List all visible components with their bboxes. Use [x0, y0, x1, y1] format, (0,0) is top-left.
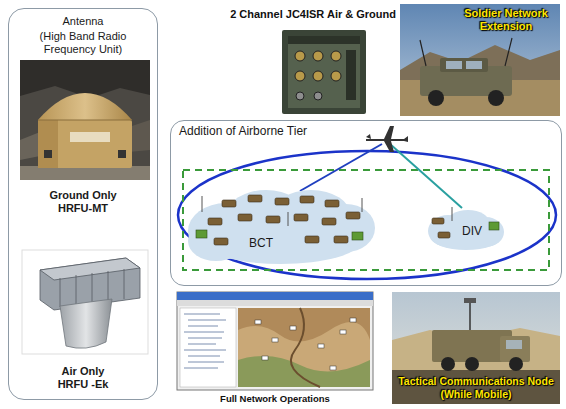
- unit-name: Ground Only HRFU-MT: [47, 189, 119, 215]
- antenna-panel: Antenna (High Band Radio Frequency Unit) G…: [8, 8, 158, 400]
- cloud-shape: [186, 186, 376, 266]
- unit-name: Air Only HRFU -Ek: [47, 365, 119, 391]
- bct-vehicles: [196, 195, 363, 245]
- photo-caption: Soldier Network Extension: [456, 7, 556, 33]
- tier-panel: Addition of Airborne TierBCT DIV: [170, 120, 562, 286]
- panel-heading: Addition of Airborne Tier: [179, 124, 429, 138]
- network-cloud: DIV: [426, 206, 506, 251]
- cloud-label: DIV: [456, 224, 488, 238]
- dome-antenna-photo: [20, 60, 150, 180]
- cloud-label: BCT: [236, 236, 286, 250]
- air-pod-drawing: [22, 250, 148, 354]
- radio-unit-photo: [282, 30, 366, 114]
- network-cloud: BCT: [186, 186, 376, 266]
- humvee-photo: [400, 4, 560, 116]
- photo-box: Tactical Communications Node (While Mobi…: [392, 292, 560, 404]
- software-screenshot: [177, 292, 373, 390]
- panel-heading: Antenna: [19, 15, 147, 28]
- truck-photo: [392, 292, 560, 404]
- network-tier-graphic: [178, 126, 556, 279]
- panel-subheading: (High Band Radio Frequency Unit): [19, 30, 147, 56]
- photo-caption: Tactical Communications Node (While Mobi…: [396, 375, 556, 400]
- figure-label: Full Network Operations: [220, 393, 330, 404]
- component-label: 2 Channel JC4ISR Air & Ground: [230, 8, 396, 21]
- uav-icon: [366, 126, 408, 152]
- photo-box: Soldier Network Extension: [400, 4, 560, 116]
- div-vehicles: [432, 207, 499, 238]
